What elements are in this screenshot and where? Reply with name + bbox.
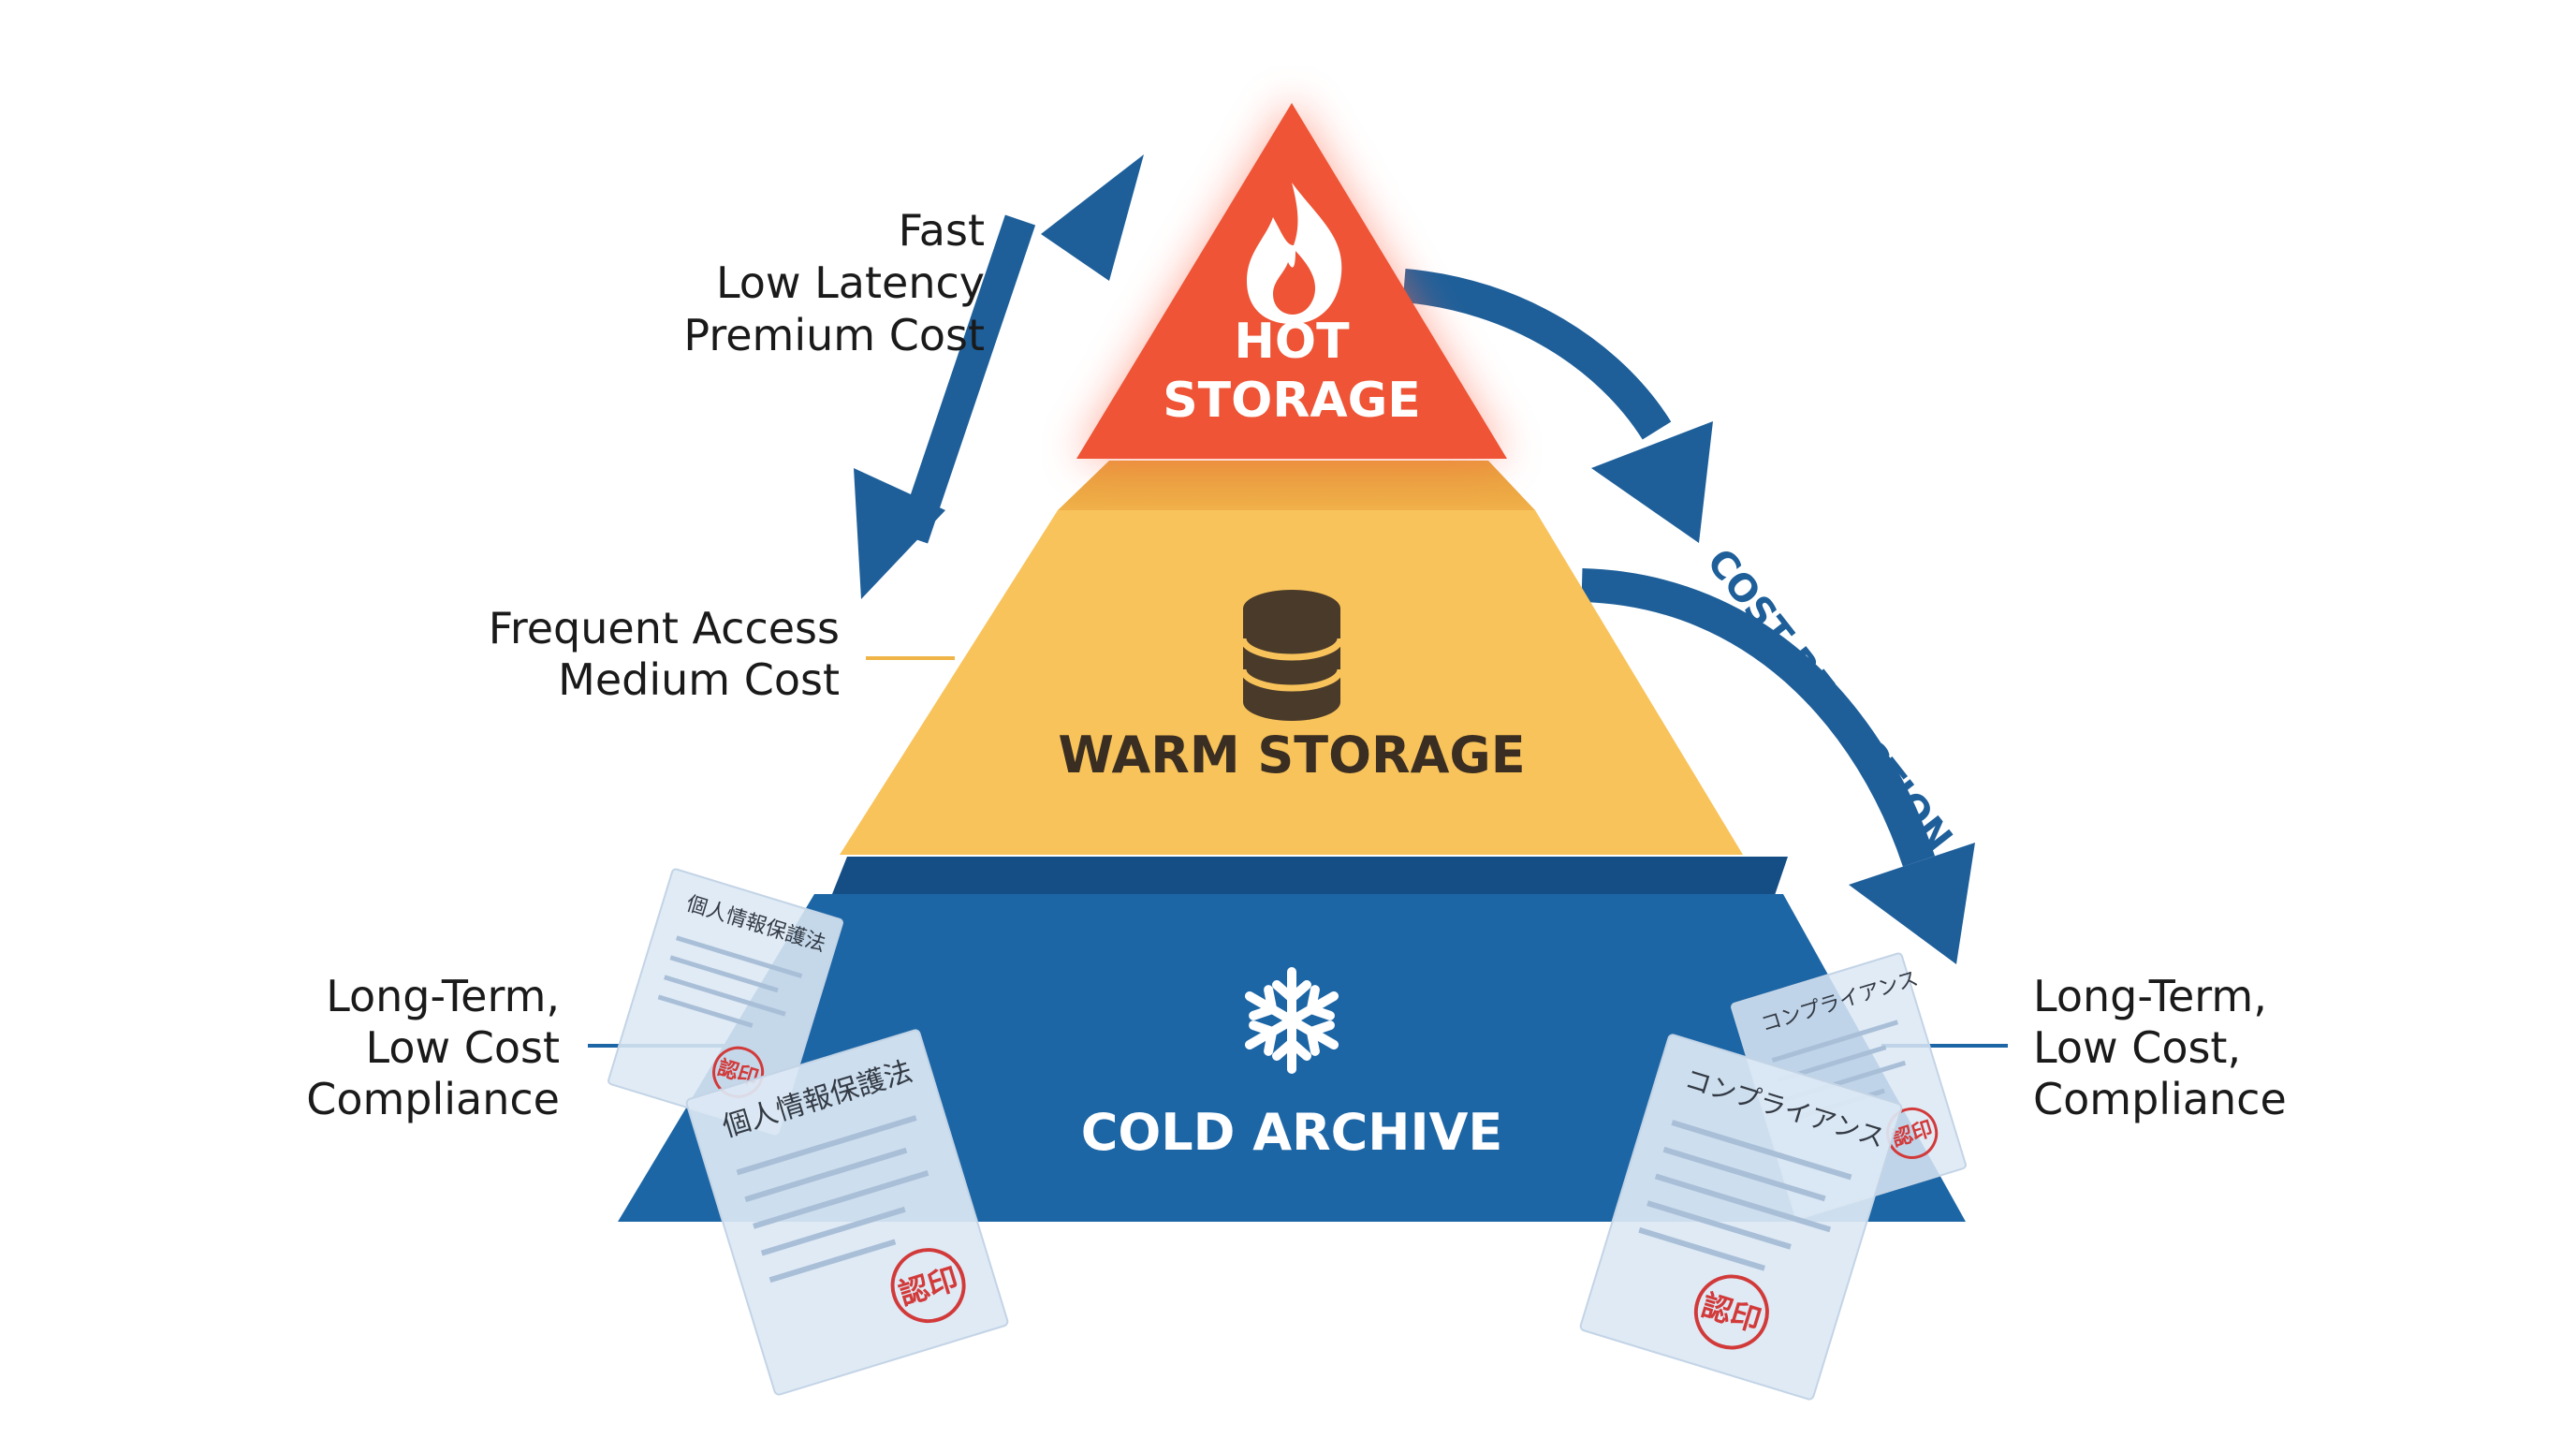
- cold-right-annotation-line2: Low Cost,: [2033, 1022, 2241, 1073]
- cold-tier-top-face: [828, 857, 1788, 903]
- warm-storage-label: WARM STORAGE: [1058, 726, 1525, 785]
- flame-icon: [1247, 183, 1342, 324]
- hot-storage-label-line1: HOT: [1234, 314, 1350, 370]
- document-compliance-large: コンプライアンス 認印: [1579, 1034, 1903, 1401]
- cold-archive-label: COLD ARCHIVE: [1081, 1103, 1503, 1162]
- cold-right-annotation-line1: Long-Term,: [2033, 971, 2267, 1021]
- cold-left-annotation-line2: Low Cost: [366, 1022, 560, 1073]
- cold-left-annotation-line1: Long-Term,: [326, 971, 560, 1021]
- cold-right-annotation-line3: Compliance: [2033, 1074, 2287, 1124]
- hot-annotation-line2: Low Latency: [716, 257, 985, 308]
- cost-reduction-arrow-top: [1402, 269, 1713, 543]
- arrow-head-up: [1041, 154, 1144, 281]
- hot-annotation: Fast Low Latency Premium Cost: [683, 205, 985, 360]
- cold-right-annotation: Long-Term, Low Cost, Compliance: [2033, 971, 2287, 1124]
- latency-double-arrow: [854, 154, 1144, 599]
- cold-archive-tier: COLD ARCHIVE: [618, 857, 1966, 1222]
- warm-tier-top-face: [1058, 461, 1535, 510]
- hot-annotation-line3: Premium Cost: [683, 310, 985, 360]
- cold-left-annotation: Long-Term, Low Cost Compliance: [306, 971, 560, 1124]
- hot-annotation-line1: Fast: [899, 205, 985, 256]
- arrow-head-down: [854, 468, 945, 599]
- warm-annotation-line2: Medium Cost: [558, 654, 840, 705]
- warm-annotation-line1: Frequent Access: [489, 603, 840, 653]
- document-privacy-small: 個人情報保護法 認印: [607, 868, 843, 1136]
- warm-storage-tier: WARM STORAGE: [840, 461, 1743, 855]
- hot-storage-tier: HOT STORAGE: [1076, 98, 1507, 459]
- cost-reduction-arrow-bottom: [1581, 568, 1975, 964]
- cold-left-annotation-line3: Compliance: [306, 1074, 560, 1124]
- hot-storage-label-line2: STORAGE: [1163, 373, 1421, 429]
- snowflake-icon: [1244, 967, 1339, 1074]
- database-icon: [1239, 590, 1344, 721]
- warm-annotation: Frequent Access Medium Cost: [489, 603, 840, 705]
- cost-reduction-label: COST REDUCTION: [1698, 541, 1960, 860]
